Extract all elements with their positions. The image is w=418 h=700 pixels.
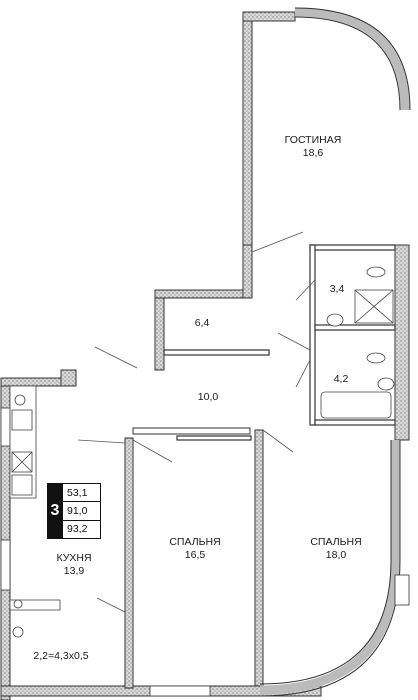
room-bedroom-center-name: СПАЛЬНЯ: [169, 536, 221, 548]
outer-walls: [0, 11, 410, 700]
room-bedroom-right: СПАЛЬНЯ 18,0: [310, 536, 361, 562]
partitions: [163, 244, 396, 441]
area-summary-badge: 3 53,1 91,0 93,2: [47, 483, 101, 539]
room-kitchen-name: КУХНЯ: [56, 552, 92, 564]
total-with-balcony-value: 93,2: [67, 523, 88, 536]
room-bedroom-center-area: 16,5: [184, 549, 206, 561]
kitchen-fixtures: [9, 385, 37, 499]
room-balcony-label: 2,2=4,3x0,5: [33, 650, 89, 662]
bathtub-icon: [320, 391, 392, 419]
room-living: ГОСТИНАЯ 18,6: [285, 134, 342, 160]
balcony-fixtures: [9, 599, 61, 638]
room-bedroom-right-name: СПАЛЬНЯ: [310, 536, 362, 548]
rooms-count: 3: [47, 483, 63, 539]
curved-glazing: [259, 7, 411, 697]
toilet-icon: [366, 266, 386, 278]
room-hall-area: 10,0: [197, 391, 219, 403]
bath-fixtures: [320, 266, 395, 419]
room-bedroom-right-area: 18,0: [325, 549, 347, 561]
stove-icon: [11, 451, 33, 473]
room-living-area: 18,6: [302, 147, 324, 159]
total-area-value: 91,0: [63, 502, 100, 521]
shower-icon: [354, 289, 394, 324]
living-area-value: 53,1: [63, 484, 100, 503]
room-bath-area: 3,4: [329, 283, 345, 295]
room-kitchen-area: 13,9: [63, 565, 85, 577]
room-bedroom-center: СПАЛЬНЯ 16,5: [169, 536, 220, 562]
sink-icon: [14, 394, 26, 406]
room-balcony: 2,2=4,3x0,5: [33, 650, 88, 663]
room-kitchen: КУХНЯ 13,9: [56, 552, 91, 578]
room-toilet: 4,2: [334, 373, 349, 386]
room-hall: 10,0: [198, 391, 218, 404]
room-living-name: ГОСТИНАЯ: [284, 134, 342, 146]
washbasin-icon: [326, 313, 344, 327]
room-toilet-area: 4,2: [333, 373, 349, 385]
area-values: 53,1 91,0 93,2: [63, 483, 101, 539]
room-closet-area: 6,4: [194, 317, 210, 329]
door-lines: [77, 231, 316, 613]
room-bath: 3,4: [330, 283, 345, 296]
room-closet: 6,4: [195, 317, 210, 330]
